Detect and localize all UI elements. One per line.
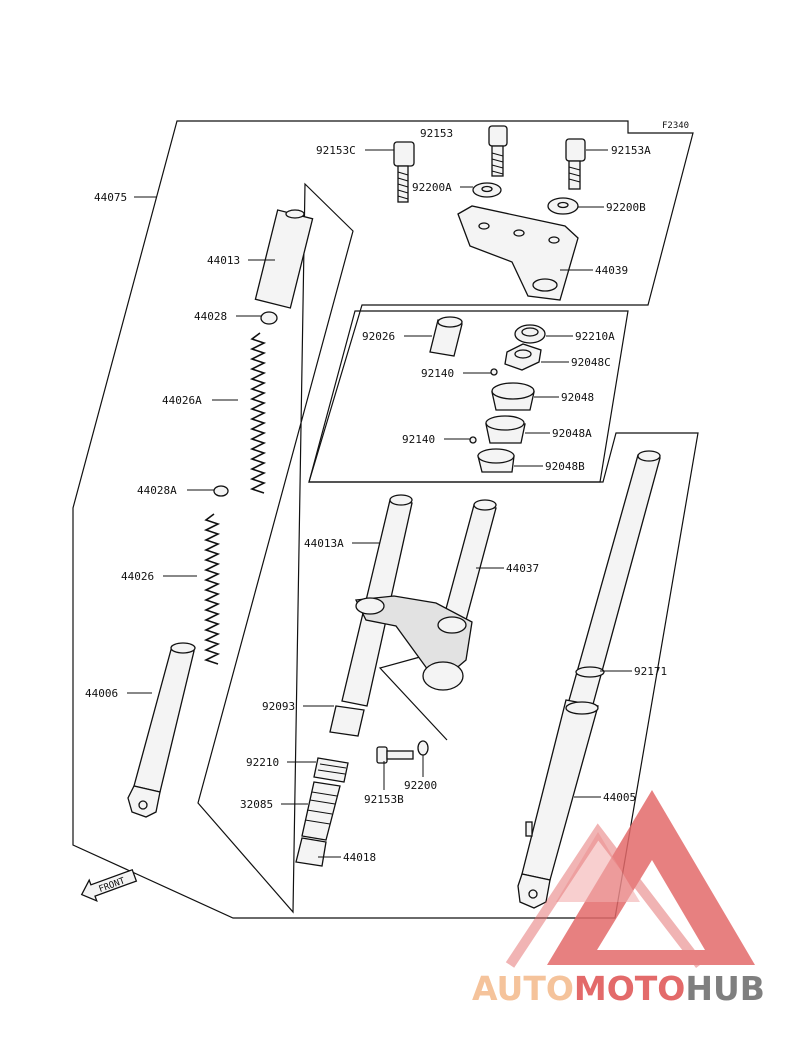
label-92153a: 92153A: [611, 144, 651, 157]
washer-92200b: [547, 197, 579, 215]
label-92200: 92200: [404, 779, 437, 792]
race-92048b: [477, 448, 515, 473]
diagram-code: F2340: [662, 121, 689, 131]
stem-box-outline: [308, 310, 629, 483]
front-direction-arrow: FRONT: [80, 868, 138, 902]
outer-tube-44005: [517, 699, 599, 909]
label-92171: 92171: [634, 665, 667, 678]
lower-bracket: [354, 595, 473, 691]
label-44075: 44075: [94, 191, 127, 204]
label-92140-upper: 92140: [421, 367, 454, 380]
bolt-92153a: [565, 138, 586, 190]
bolt-92153b: [376, 746, 414, 764]
washer-92200a: [472, 182, 502, 198]
label-92153b: 92153B: [364, 793, 404, 806]
label-92200a: 92200A: [412, 181, 452, 194]
outer-tube-44006: [127, 642, 196, 818]
label-92048c: 92048C: [571, 356, 611, 369]
race-92048a: [485, 415, 526, 444]
tube-44013: [254, 209, 314, 309]
label-92026: 92026: [362, 330, 395, 343]
automotohub-logo: [505, 790, 755, 969]
bracket-44039: [457, 205, 579, 301]
bolt-92153: [488, 125, 508, 177]
seal-32085: [301, 781, 341, 841]
label-92048a: 92048A: [552, 427, 592, 440]
collar-92026: [429, 316, 463, 357]
label-44026a: 44026A: [162, 394, 202, 407]
label-44028: 44028: [194, 310, 227, 323]
label-44039: 44039: [595, 264, 628, 277]
label-92153: 92153: [420, 127, 453, 140]
wordmark-moto: MOTO: [574, 969, 685, 1008]
ball-92140-upper: [490, 368, 498, 376]
leader-lines: [127, 149, 632, 858]
collar-44028: [260, 311, 278, 325]
label-92210a: 92210A: [575, 330, 615, 343]
clamp-detail-outline: [378, 656, 448, 741]
spring-44026a: [249, 332, 267, 494]
left-fork-outline: [197, 182, 354, 914]
label-44037: 44037: [506, 562, 539, 575]
race-92048: [491, 382, 535, 411]
sleeve-92093: [329, 705, 365, 737]
clip-92171: [575, 666, 605, 678]
wordmark-auto: AUTO: [472, 969, 574, 1008]
bolt-44018: [295, 837, 327, 867]
label-44028a: 44028A: [137, 484, 177, 497]
fork-assembly-outline: [72, 120, 699, 919]
label-44006: 44006: [85, 687, 118, 700]
label-92153c: 92153C: [316, 144, 356, 157]
label-92210: 92210: [246, 756, 279, 769]
label-92140-lower: 92140: [402, 433, 435, 446]
label-92200b: 92200B: [606, 201, 646, 214]
washer-92200: [417, 740, 429, 756]
nut-92210a: [514, 324, 546, 344]
label-44013: 44013: [207, 254, 240, 267]
label-44013a: 44013A: [304, 537, 344, 550]
spring-44026: [203, 513, 221, 665]
label-92093: 92093: [262, 700, 295, 713]
label-44005: 44005: [603, 791, 636, 804]
collar-44028a: [213, 485, 229, 497]
label-92048b: 92048B: [545, 460, 585, 473]
label-92048: 92048: [561, 391, 594, 404]
label-32085: 32085: [240, 798, 273, 811]
nut-92048c: [504, 343, 542, 371]
wordmark-hub: HUB: [685, 969, 765, 1008]
bolt-92153c: [393, 141, 415, 203]
automotohub-wordmark: AUTOMOTOHUB: [472, 969, 765, 1008]
nut-92210: [313, 757, 349, 783]
label-44026: 44026: [121, 570, 154, 583]
label-44018: 44018: [343, 851, 376, 864]
ball-92140-lower: [469, 436, 477, 444]
